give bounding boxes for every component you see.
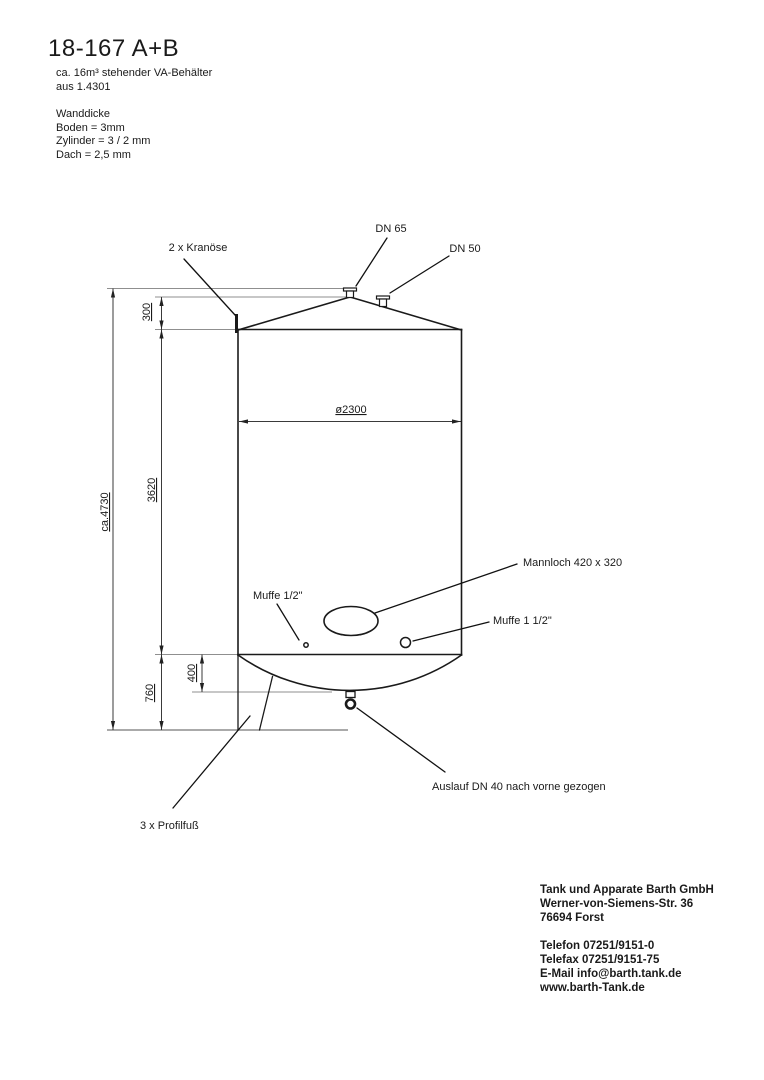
- auslauf-label: Auslauf DN 40 nach vorne gezogen: [432, 781, 606, 793]
- leader-mannloch: [374, 563, 518, 614]
- dim-bottom-clearance-text: 760: [144, 684, 156, 702]
- muffe-half-label: Muffe 1/2": [253, 590, 303, 602]
- dimension-texts: ø2300 300 ca.4730 3620 400 760: [99, 303, 367, 702]
- leader-muffe-one-and-half: [412, 621, 490, 642]
- dn65-nozzle-stem: [345, 290, 355, 299]
- dim-diameter-text: ø2300: [335, 404, 366, 416]
- arrow-cyl-top: [159, 329, 164, 339]
- arrow-roof-top: [159, 297, 164, 306]
- drawing-labels: 2 x Kranöse DN 65 DN 50 Mannloch 420 x 3…: [140, 223, 622, 832]
- company-phone: Telefon 07251/9151-0: [540, 940, 655, 952]
- leader-profilfuss: [172, 715, 251, 809]
- arrow-depth-top: [199, 654, 205, 664]
- page-title: 18-167 A+B: [48, 35, 180, 62]
- arrow-diameter-right: [452, 419, 461, 424]
- dim-roof-height-text: 300: [141, 303, 153, 321]
- wall-thickness-bottom: Boden = 3mm: [56, 121, 125, 134]
- kranoese-label: 2 x Kranöse: [169, 242, 228, 254]
- dn50-label: DN 50: [449, 243, 480, 255]
- tank-dished-bottom: [236, 653, 463, 692]
- wall-thickness-block: Wanddicke Boden = 3mm Zylinder = 3 / 2 m…: [56, 108, 150, 162]
- wall-thickness-cylinder: Zylinder = 3 / 2 mm: [56, 135, 151, 147]
- company-email: E-Mail info@barth.tank.de: [540, 968, 682, 980]
- outlet-stem: [345, 690, 356, 699]
- tank-roof-left-slope: [237, 296, 351, 331]
- mannloch-label: Mannloch 420 x 320: [523, 557, 622, 569]
- tank-material-line: aus 1.4301: [56, 80, 111, 93]
- muffe-one-and-half-inch-port: [399, 636, 412, 649]
- company-contact: Telefon 07251/9151-0 Telefax 07251/9151-…: [540, 939, 714, 995]
- leader-dn65: [355, 237, 388, 287]
- dim-total-height-text: ca.4730: [99, 492, 111, 531]
- company-fax: Telefax 07251/9151-75: [540, 954, 660, 966]
- extension-lines: [107, 288, 348, 731]
- company-info-block: Tank und Apparate Barth GmbH Werner-von-…: [540, 883, 714, 995]
- company-name: Tank und Apparate Barth GmbH: [540, 884, 714, 896]
- arrow-clearance-top: [159, 654, 164, 664]
- company-website: www.barth-Tank.de: [540, 982, 645, 994]
- dimension-lines: [112, 288, 461, 730]
- dn65-label: DN 65: [375, 223, 406, 235]
- dim-cylinder-height-text: 3620: [146, 478, 158, 502]
- leader-lines: [172, 237, 518, 809]
- profilfuss-label: 3 x Profilfuß: [140, 820, 199, 832]
- dimension-arrows: [110, 288, 461, 730]
- wall-thickness-title: Wanddicke: [56, 108, 111, 120]
- muffe-one-and-half-label: Muffe 1 1/2": [493, 615, 552, 627]
- outlet-ring: [344, 698, 357, 710]
- tank-roof-right-slope: [349, 296, 463, 331]
- arrow-diameter-left: [239, 419, 248, 424]
- company-city: 76694 Forst: [540, 912, 604, 924]
- tank-volume-line: ca. 16m³ stehender VA-Behälter: [56, 67, 213, 79]
- muffe-half-inch-port: [303, 642, 309, 648]
- company-street: Werner-von-Siemens-Str. 36: [540, 898, 694, 910]
- leader-auslauf: [356, 707, 446, 773]
- arrow-total-bottom: [110, 721, 116, 730]
- leader-muffe-half: [276, 603, 300, 641]
- arrow-depth-bottom: [199, 683, 205, 692]
- arrow-cyl-bottom: [159, 645, 164, 655]
- tank-body: [235, 296, 463, 731]
- dn50-nozzle-stem: [378, 298, 388, 308]
- manhole-ellipse: [323, 605, 379, 637]
- arrow-roof-bottom: [159, 320, 164, 330]
- tank-fittings: [303, 287, 412, 710]
- company-address: Tank und Apparate Barth GmbH Werner-von-…: [540, 883, 714, 925]
- wall-thickness-roof: Dach = 2,5 mm: [56, 148, 131, 161]
- leader-dn50: [389, 255, 450, 294]
- dim-bottom-depth-text: 400: [186, 664, 198, 682]
- tank-description: ca. 16m³ stehender VA-Behälter aus 1.430…: [56, 67, 212, 94]
- arrow-clearance-bottom: [159, 721, 164, 730]
- arrow-total-top: [110, 288, 116, 298]
- leader-kranoese: [183, 258, 236, 316]
- leg-rear-edge: [258, 675, 274, 731]
